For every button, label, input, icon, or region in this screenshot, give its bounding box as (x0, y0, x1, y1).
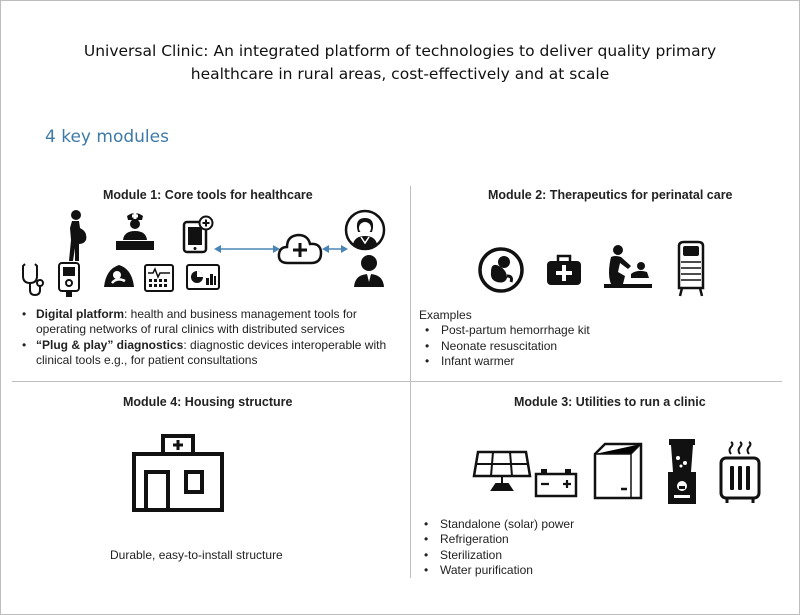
module1-bullets: Digital platform: health and business ma… (20, 307, 386, 368)
infant-warmer-icon (676, 240, 706, 298)
fetus-icon (477, 246, 525, 294)
stethoscope-icon (20, 262, 46, 298)
monitor-icon (144, 264, 174, 292)
battery-icon (534, 468, 578, 498)
page-title: Universal Clinic: An integrated platform… (0, 40, 800, 86)
module1-title: Module 1: Core tools for healthcare (103, 188, 313, 202)
tablet-plus-icon (182, 215, 214, 254)
list-item: Water purification (420, 563, 574, 579)
vertical-divider (410, 186, 411, 578)
water-purifier-icon (666, 438, 698, 506)
ultrasound-icon (101, 263, 137, 289)
list-item: Neonate resuscitation (421, 339, 590, 355)
list-item: Post-partum hemorrhage kit (421, 323, 590, 339)
list-item: Infant warmer (421, 354, 590, 370)
infant-care-icon (601, 244, 653, 290)
refrigerator-icon (593, 442, 643, 500)
examples-label: Examples (419, 308, 472, 322)
connector-arrow-right (322, 244, 348, 254)
list-item: Refrigeration (420, 532, 574, 548)
list-item-continuation: clinical tools e.g., for patient consult… (36, 352, 258, 367)
module2-title: Module 2: Therapeutics for perinatal car… (488, 188, 733, 202)
glucose-meter-icon (58, 262, 80, 298)
module3-bullets: Standalone (solar) power Refrigeration S… (420, 517, 574, 578)
horizontal-divider (12, 381, 782, 382)
doctor-icon (344, 209, 386, 251)
list-item-continuation: operating networks of rural clinics with… (36, 322, 345, 337)
solar-panel-icon (472, 450, 532, 492)
title-line-1: Universal Clinic: An integrated platform… (83, 42, 717, 60)
connector-arrow-left (214, 244, 280, 254)
patient-icon (353, 254, 385, 288)
subtitle: 4 key modules (45, 127, 169, 147)
sterilizer-icon (718, 441, 762, 504)
list-item: Standalone (solar) power (420, 517, 574, 533)
list-item: Sterilization (420, 548, 574, 564)
module4-description: Durable, easy-to-install structure (110, 548, 283, 562)
clinic-building-icon (131, 434, 225, 512)
list-item: “Plug & play” diagnostics: diagnostic de… (20, 338, 386, 354)
module3-title: Module 3: Utilities to run a clinic (514, 395, 706, 409)
cloud-plus-icon (276, 228, 324, 268)
title-line-2: healthcare in rural areas, cost-effectiv… (190, 65, 610, 83)
nurse-icon (114, 210, 156, 252)
dashboard-icon (186, 264, 220, 292)
module4-title: Module 4: Housing structure (123, 395, 293, 409)
first-aid-kit-icon (546, 253, 582, 287)
list-item: Digital platform: health and business ma… (20, 307, 386, 323)
pregnant-woman-icon (64, 210, 90, 262)
module2-examples: Examples Post-partum hemorrhage kit Neon… (419, 308, 590, 369)
